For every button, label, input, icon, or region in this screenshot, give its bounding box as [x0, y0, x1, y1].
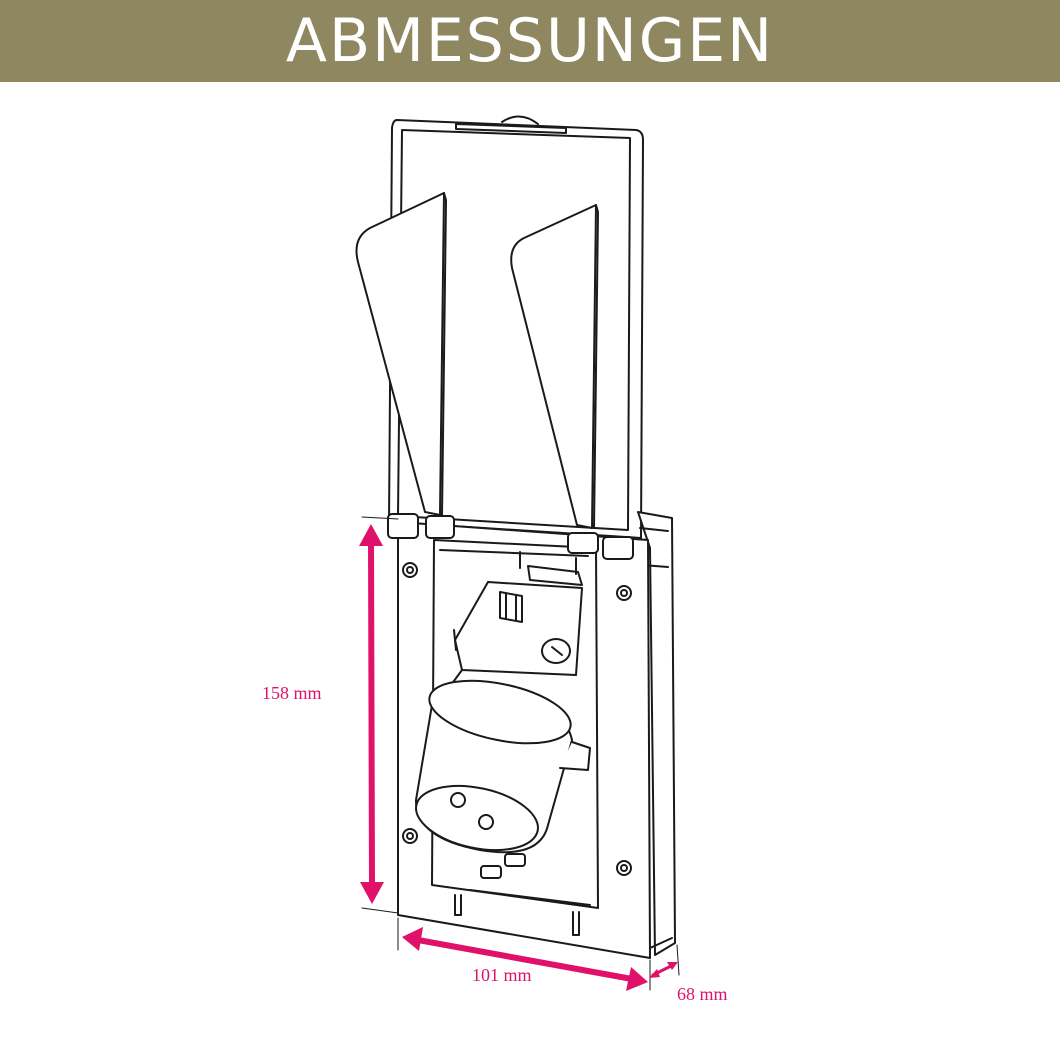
dimension-guides	[361, 516, 680, 991]
header-bar: ABMESSUNGEN	[0, 0, 1060, 82]
bottom-details	[454, 853, 591, 936]
width-dimension-label: 101 mm	[472, 965, 532, 985]
socket-box-drawing	[355, 115, 680, 991]
height-arrow	[359, 524, 384, 904]
left-flap	[355, 192, 447, 517]
hinges	[387, 513, 634, 560]
depth-arrow	[649, 962, 678, 978]
plug-socket	[414, 679, 591, 854]
width-arrow	[402, 927, 648, 991]
height-dimension-label: 158 mm	[262, 683, 322, 703]
screws	[402, 562, 632, 876]
depth-dimension-label: 68 mm	[677, 984, 728, 1004]
right-flap	[510, 204, 599, 529]
page-title: ABMESSUNGEN	[285, 6, 775, 76]
